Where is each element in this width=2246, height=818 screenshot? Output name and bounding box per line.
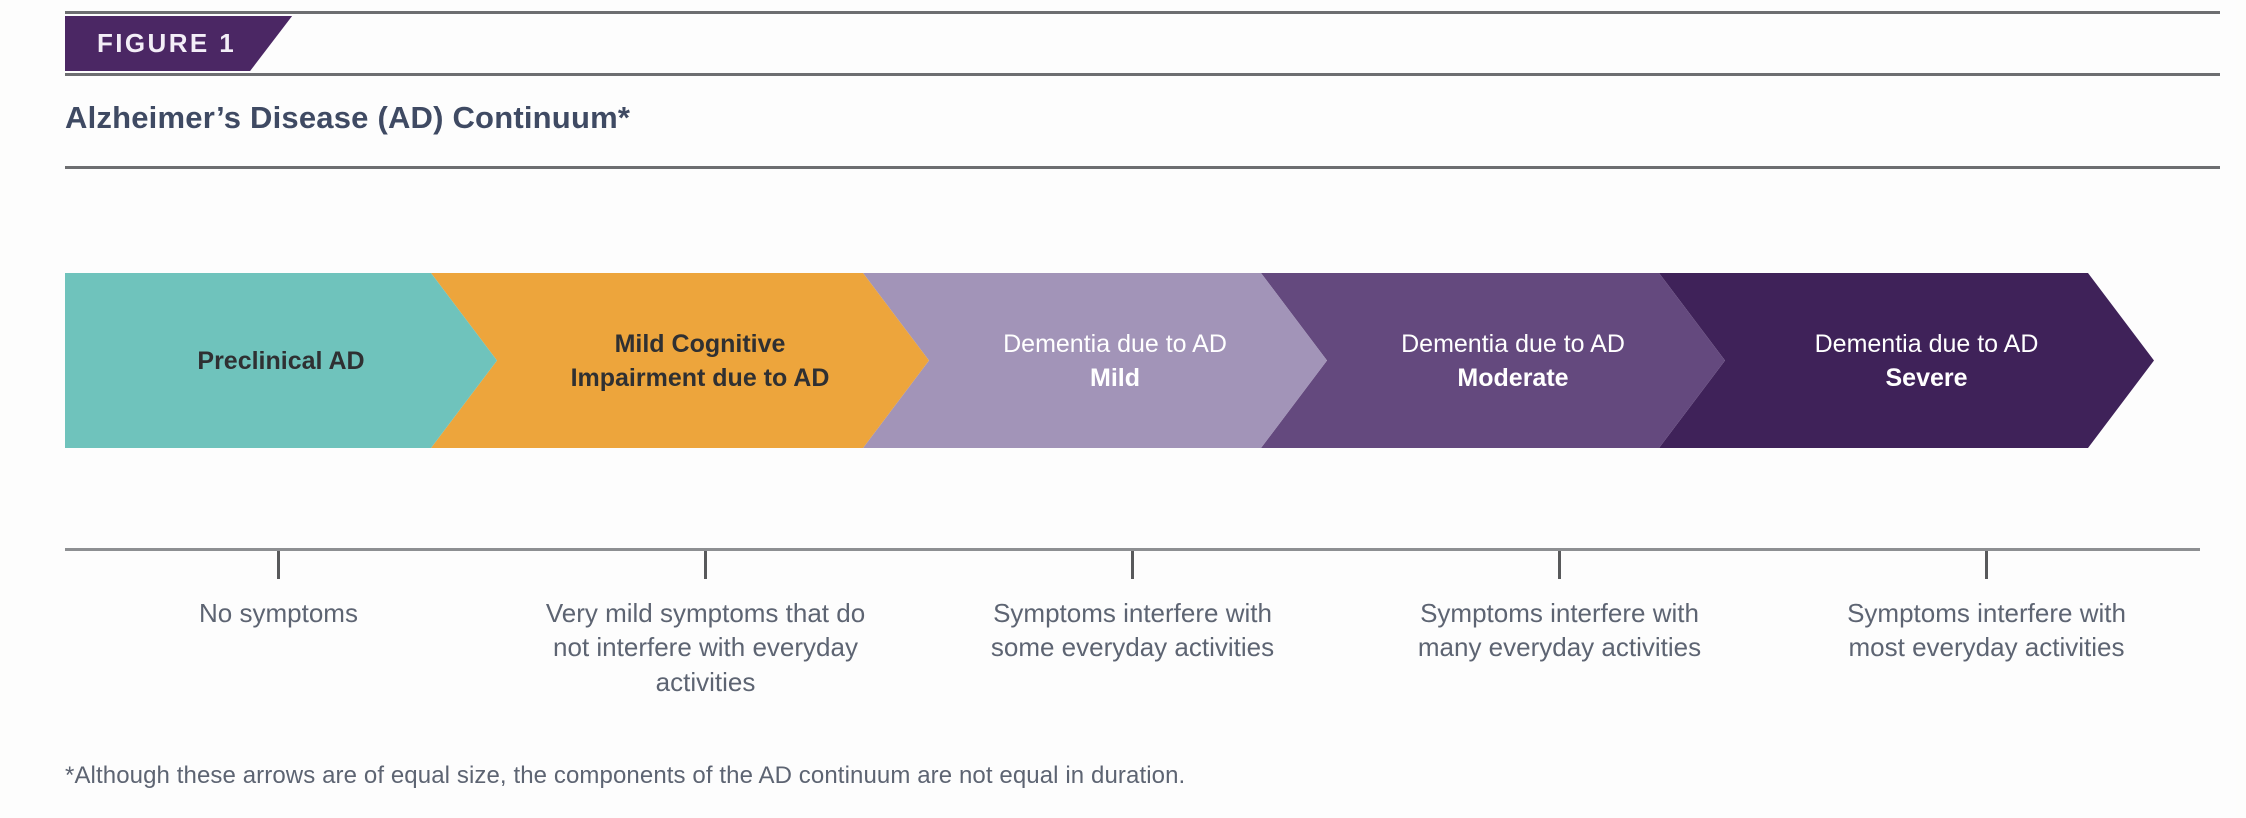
- timeline-axis-rule: [65, 548, 2200, 551]
- figure-title: Alzheimer’s Disease (AD) Continuum*: [65, 100, 631, 135]
- stage-arrow-line2: Severe: [1885, 363, 1968, 392]
- timeline-caption: Symptoms interfere with many everyday ac…: [1417, 598, 1702, 663]
- stage-arrow-dementia-mild: Dementia due to AD Mild: [863, 273, 1327, 448]
- timeline-caption: Symptoms interfere with most everyday ac…: [1847, 598, 2126, 663]
- tick-mark-icon: [1558, 551, 1561, 579]
- figure-number-label: FIGURE 1: [97, 28, 237, 58]
- header-rule-top: [65, 11, 2220, 14]
- tick-mark-icon: [277, 551, 280, 579]
- header-rule-bottom: [65, 166, 2220, 169]
- timeline-tick-preclinical: No symptoms: [65, 551, 492, 771]
- figure-footnote: *Although these arrows are of equal size…: [65, 762, 1186, 789]
- stage-arrow-line2: Moderate: [1457, 363, 1569, 392]
- stage-arrow-line1: Mild Cognitive: [614, 329, 786, 358]
- stage-arrow-dementia-severe: Dementia due to AD Severe: [1659, 273, 2154, 448]
- tick-mark-icon: [704, 551, 707, 579]
- timeline-tick-mild: Symptoms interfere with some everyday ac…: [919, 551, 1346, 771]
- stage-arrow-line2: Impairment due to AD: [570, 363, 830, 392]
- stage-arrow-line1: Dementia due to AD: [1814, 329, 2039, 358]
- figure-number-banner: FIGURE 1: [65, 16, 292, 71]
- timeline-tick-moderate: Symptoms interfere with many everyday ac…: [1346, 551, 1773, 771]
- timeline-tick-severe: Symptoms interfere with most everyday ac…: [1773, 551, 2200, 771]
- stage-arrow-label-group: Mild Cognitive Impairment due to AD: [531, 327, 830, 395]
- stage-arrow-line1: Dementia due to AD: [1401, 329, 1625, 358]
- paper-surface: FIGURE 1 Alzheimer’s Disease (AD) Contin…: [10, 0, 2236, 818]
- stage-arrow-label-group: Dementia due to AD Moderate: [1361, 327, 1625, 395]
- stage-arrow-line1: Dementia due to AD: [1003, 329, 1227, 358]
- stage-arrow-label-group: Dementia due to AD Mild: [963, 327, 1227, 395]
- tick-mark-icon: [1131, 551, 1134, 579]
- timeline-caption: No symptoms: [199, 598, 358, 628]
- stage-arrow-dementia-moderate: Dementia due to AD Moderate: [1261, 273, 1725, 448]
- header-rule-middle: [65, 73, 2220, 76]
- stage-arrow-label-group: Dementia due to AD Severe: [1775, 327, 2039, 395]
- ad-continuum-arrow-bar: Preclinical AD Mild Cognitive Impairment…: [65, 273, 2220, 448]
- timeline-tick-row: No symptoms Very mild symptoms that do n…: [65, 551, 2200, 771]
- stage-arrow-label-group: Preclinical AD: [197, 344, 364, 378]
- timeline-caption: Symptoms interfere with some everyday ac…: [990, 598, 1275, 663]
- stage-arrow-line2: Mild: [1090, 363, 1140, 392]
- timeline-caption: Very mild symptoms that do not interfere…: [545, 598, 866, 697]
- tick-mark-icon: [1985, 551, 1988, 579]
- stage-arrow-mild-cognitive-impairment: Mild Cognitive Impairment due to AD: [431, 273, 929, 448]
- stage-arrow-preclinical-ad: Preclinical AD: [65, 273, 497, 448]
- stage-arrow-line1: Preclinical AD: [197, 346, 365, 375]
- timeline-tick-mci: Very mild symptoms that do not interfere…: [492, 551, 919, 771]
